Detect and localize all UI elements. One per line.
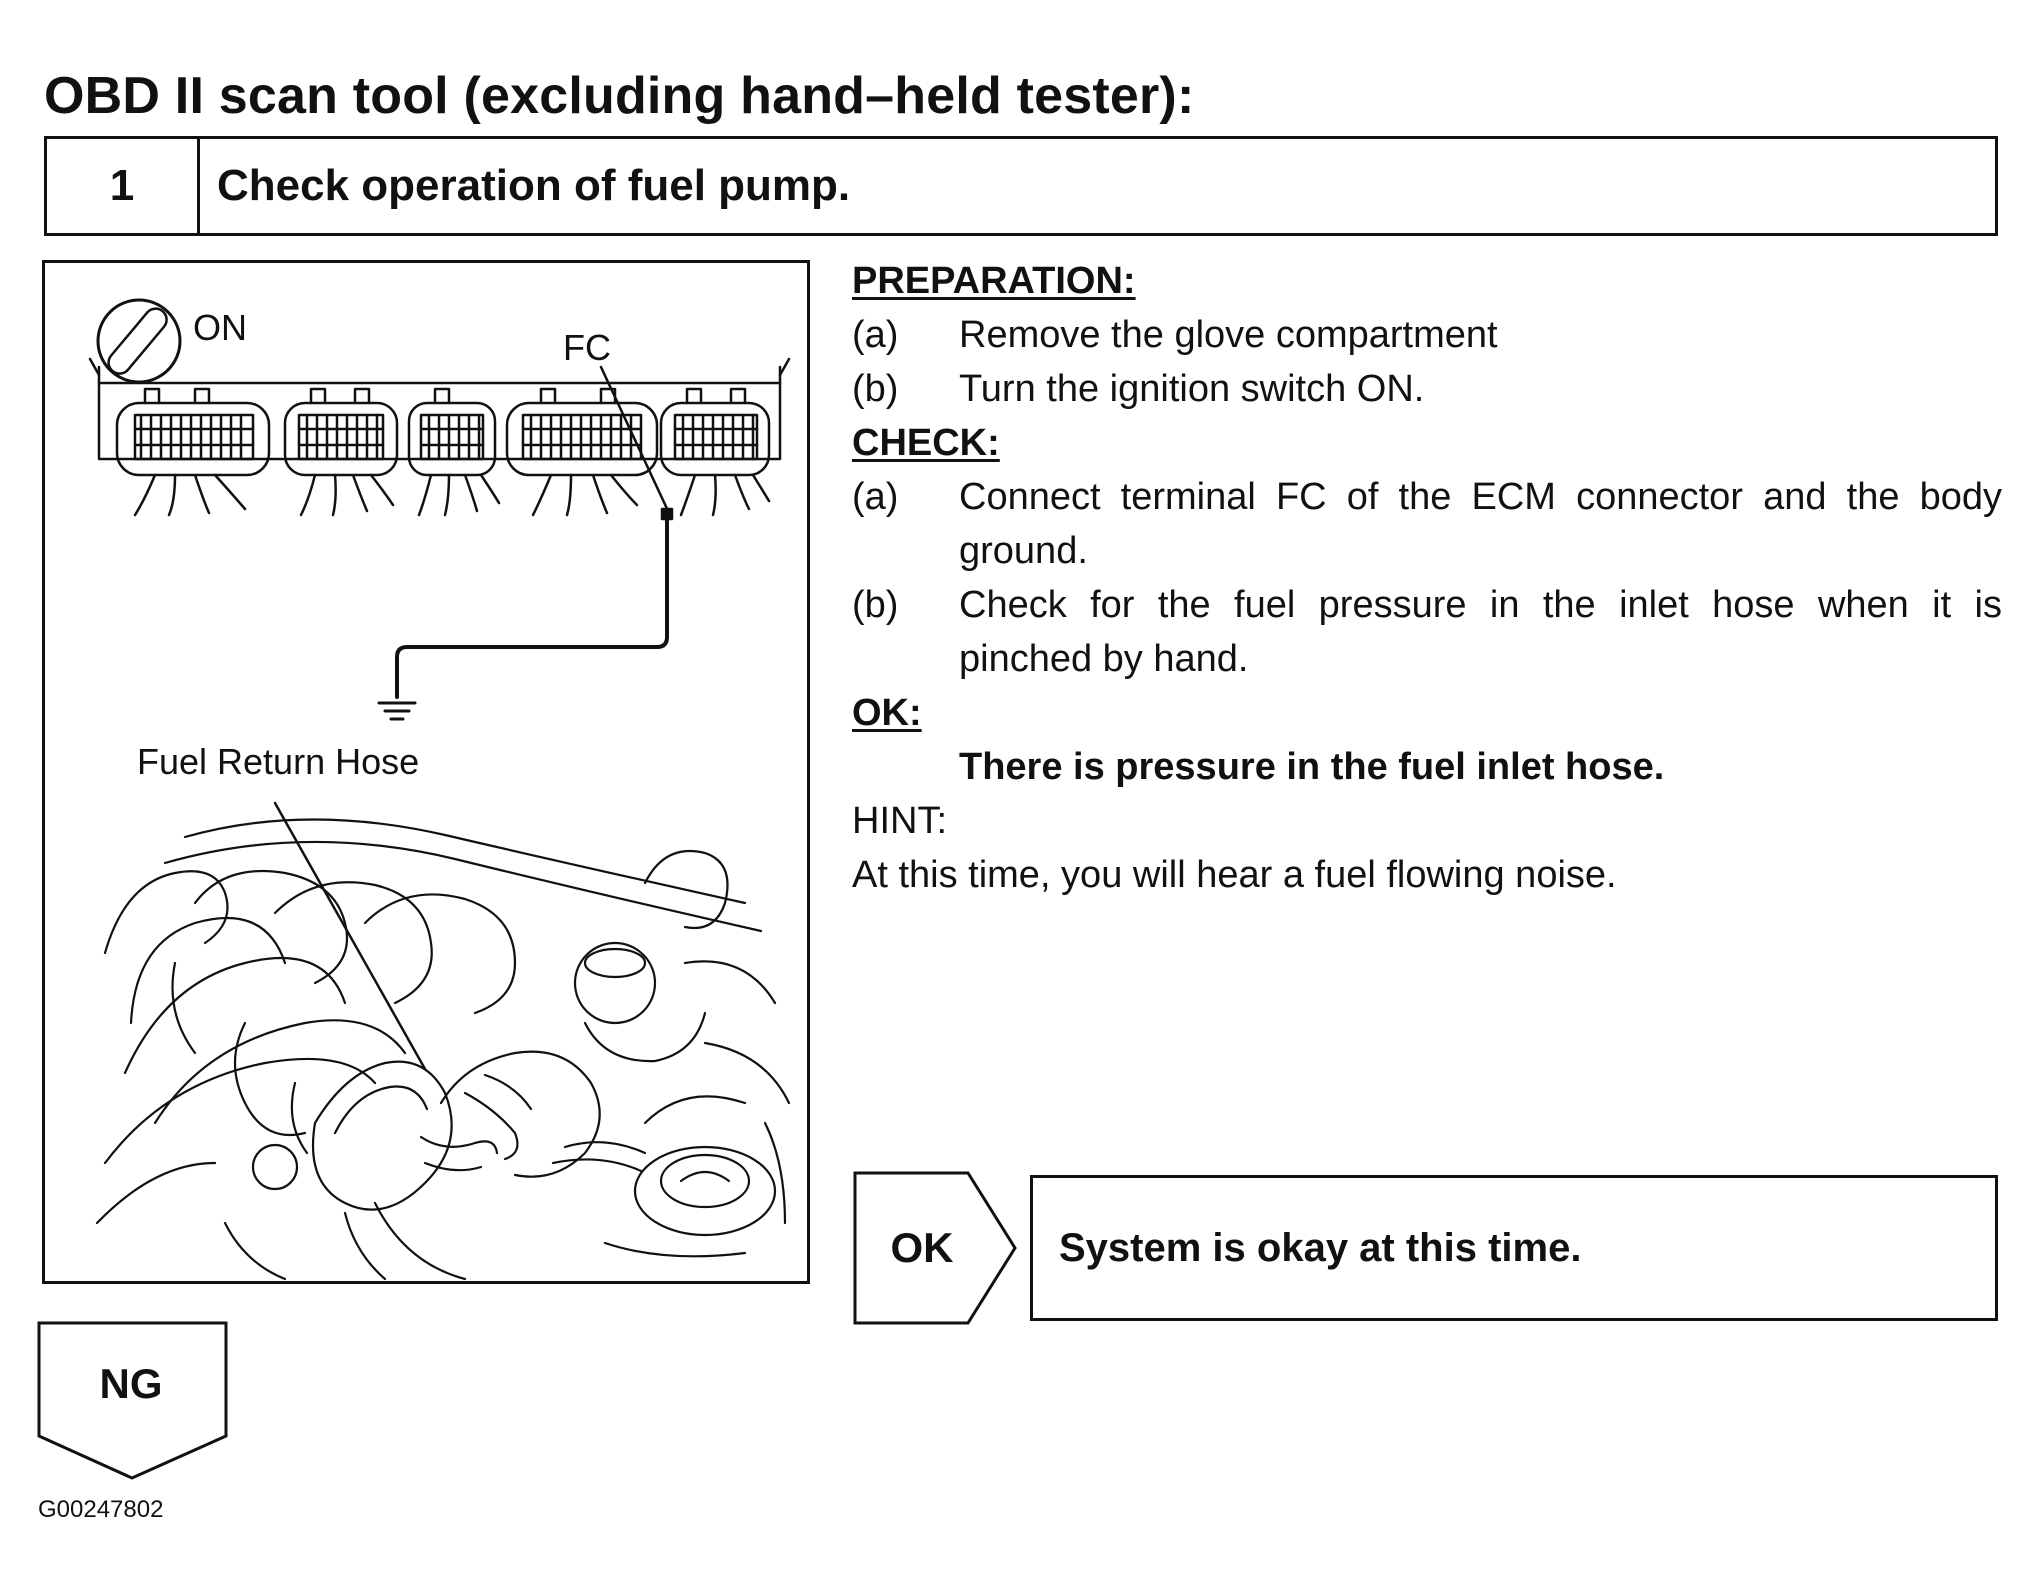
ignition-switch-icon — [96, 298, 182, 384]
ng-arrow-icon — [37, 1321, 228, 1480]
ok-arrow-icon — [853, 1171, 1017, 1325]
jumper-wire — [395, 507, 674, 699]
preparation-heading: PREPARATION: — [852, 260, 1136, 302]
fc-terminal-label: FC — [563, 327, 611, 368]
step-number: 1 — [47, 139, 200, 233]
fuel-return-hose-label: Fuel Return Hose — [137, 741, 420, 782]
ok-tag-label: OK — [890, 1224, 954, 1271]
step-header: 1 Check operation of fuel pump. — [44, 136, 1998, 236]
item-text: Remove the glove compartment — [959, 314, 1498, 356]
ng-tag-label: NG — [99, 1360, 163, 1407]
item-text: Turn the ignition switch ON. — [959, 368, 1425, 410]
preparation-item: (b) Turn the ignition switch ON. — [852, 362, 2002, 416]
ground-icon — [377, 701, 417, 721]
engine-illustration — [88, 298, 791, 1281]
illustration-figure: ON FC Fuel Return Hose — [42, 260, 810, 1284]
step-title: Check operation of fuel pump. — [217, 161, 851, 210]
instructions-panel: PREPARATION: (a) Remove the glove compar… — [852, 254, 2002, 902]
check-item: (a) Connect terminal FC of the ECM conne… — [852, 470, 2002, 578]
page-title: OBD II scan tool (excluding hand–held te… — [44, 67, 1195, 125]
item-text: Connect terminal FC of the ECM connector… — [959, 476, 2002, 572]
hint-heading: HINT: — [852, 800, 947, 842]
ok-heading: OK: — [852, 692, 922, 734]
check-item: (b) Check for the fuel pressure in the i… — [852, 578, 2002, 686]
item-label: (a) — [852, 476, 899, 518]
item-label: (b) — [852, 368, 899, 410]
item-text: Check for the fuel pressure in the inlet… — [959, 584, 2002, 680]
figure-code: G00247802 — [38, 1496, 164, 1523]
ok-criterion: There is pressure in the fuel inlet hose… — [959, 746, 1665, 788]
hint-text: At this time, you will hear a fuel flowi… — [852, 854, 1617, 896]
ok-result-box: System is okay at this time. — [1030, 1175, 1998, 1321]
ecm-connector-icon — [88, 357, 791, 517]
item-label: (a) — [852, 314, 899, 356]
ignition-on-label: ON — [193, 307, 247, 348]
engine-compartment-drawing — [95, 818, 791, 1281]
check-heading: CHECK: — [852, 422, 1000, 464]
item-label: (b) — [852, 584, 899, 626]
preparation-item: (a) Remove the glove compartment — [852, 308, 2002, 362]
